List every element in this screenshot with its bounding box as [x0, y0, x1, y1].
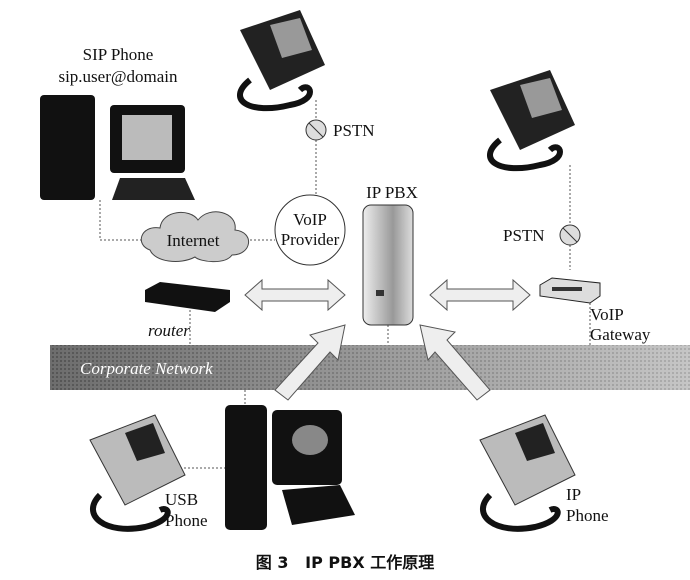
desk-phone-icon — [237, 10, 575, 172]
voip-gateway-icon — [539, 277, 601, 304]
double-arrow-icon — [244, 278, 531, 312]
pstn-top-label: PSTN — [333, 121, 375, 140]
ip-pbx-server-icon — [362, 204, 414, 326]
ip-phone-label-2: Phone — [566, 506, 609, 525]
usb-phone-computer-icon — [225, 405, 355, 530]
usb-phone-icon — [89, 414, 186, 532]
ip-phone-icon — [479, 414, 576, 532]
figure-caption: 图 3 IP PBX 工作原理 — [256, 553, 435, 572]
usb-phone-label-2: Phone — [165, 511, 208, 530]
voip-provider-circle — [274, 194, 346, 266]
router-label: router — [148, 321, 190, 340]
voip-gateway-label-2: Gateway — [590, 325, 651, 344]
ip-phone-label-1: IP — [566, 485, 581, 504]
ip-pbx-label: IP PBX — [366, 183, 418, 202]
arrow-icon — [274, 324, 491, 401]
usb-phone-label-1: USB — [165, 490, 198, 509]
internet-label: Internet — [167, 231, 220, 250]
sip-phone-label: SIP Phone — [83, 45, 154, 64]
internet-cloud-icon — [140, 211, 249, 263]
sip-address-label: sip.user@domain — [58, 67, 178, 86]
connection-lines — [99, 100, 591, 469]
corporate-network-label: Corporate Network — [80, 359, 213, 378]
router-icon — [145, 282, 230, 312]
voip-provider-label-2: Provider — [281, 230, 340, 249]
voip-gateway-label-1: VoIP — [590, 305, 624, 324]
voip-provider-label-1: VoIP — [293, 210, 327, 229]
pstn-icon — [305, 119, 581, 246]
sip-phone-computer-icon — [40, 95, 195, 200]
pstn-right-label: PSTN — [503, 226, 545, 245]
corporate-network-band: Corporate Network — [50, 345, 690, 390]
